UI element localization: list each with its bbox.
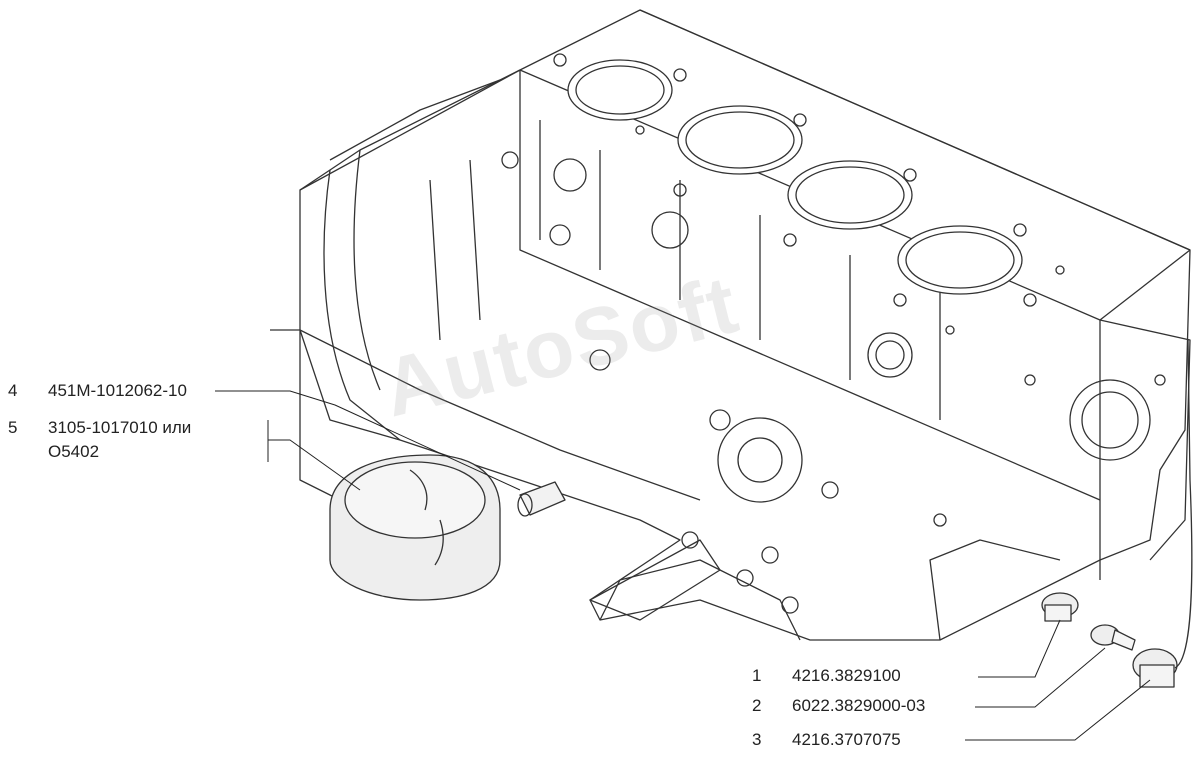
leader-line-5: [267, 420, 361, 491]
sensor-2: [1090, 624, 1136, 651]
leader-lines: [215, 390, 1151, 741]
callout-5-part: 3105-1017010 или: [48, 418, 192, 437]
leader-line-3: [965, 679, 1151, 741]
callout-1-part: 4216.3829100: [792, 666, 901, 685]
leader-line-4: [215, 390, 521, 491]
leader-line-1: [978, 619, 1061, 678]
engine-block: [270, 9, 1191, 641]
callout-5-number: 5: [8, 418, 18, 437]
callout-1-number: 1: [752, 666, 762, 685]
callout-3-number: 3: [752, 730, 762, 749]
callout-4-number: 4: [8, 381, 18, 400]
callout-2-number: 2: [752, 696, 762, 715]
oil-fitting: [517, 481, 566, 517]
sensor-1: [1041, 592, 1079, 622]
callout-2-part: 6022.3829000-03: [792, 696, 926, 715]
callout-3-part: 4216.3707075: [792, 730, 901, 749]
leader-line-2: [975, 647, 1106, 708]
oil-filter: [329, 454, 501, 601]
callout-4-part: 451M-1012062-10: [48, 381, 187, 400]
callout-5-part-alt: O5402: [48, 442, 100, 461]
